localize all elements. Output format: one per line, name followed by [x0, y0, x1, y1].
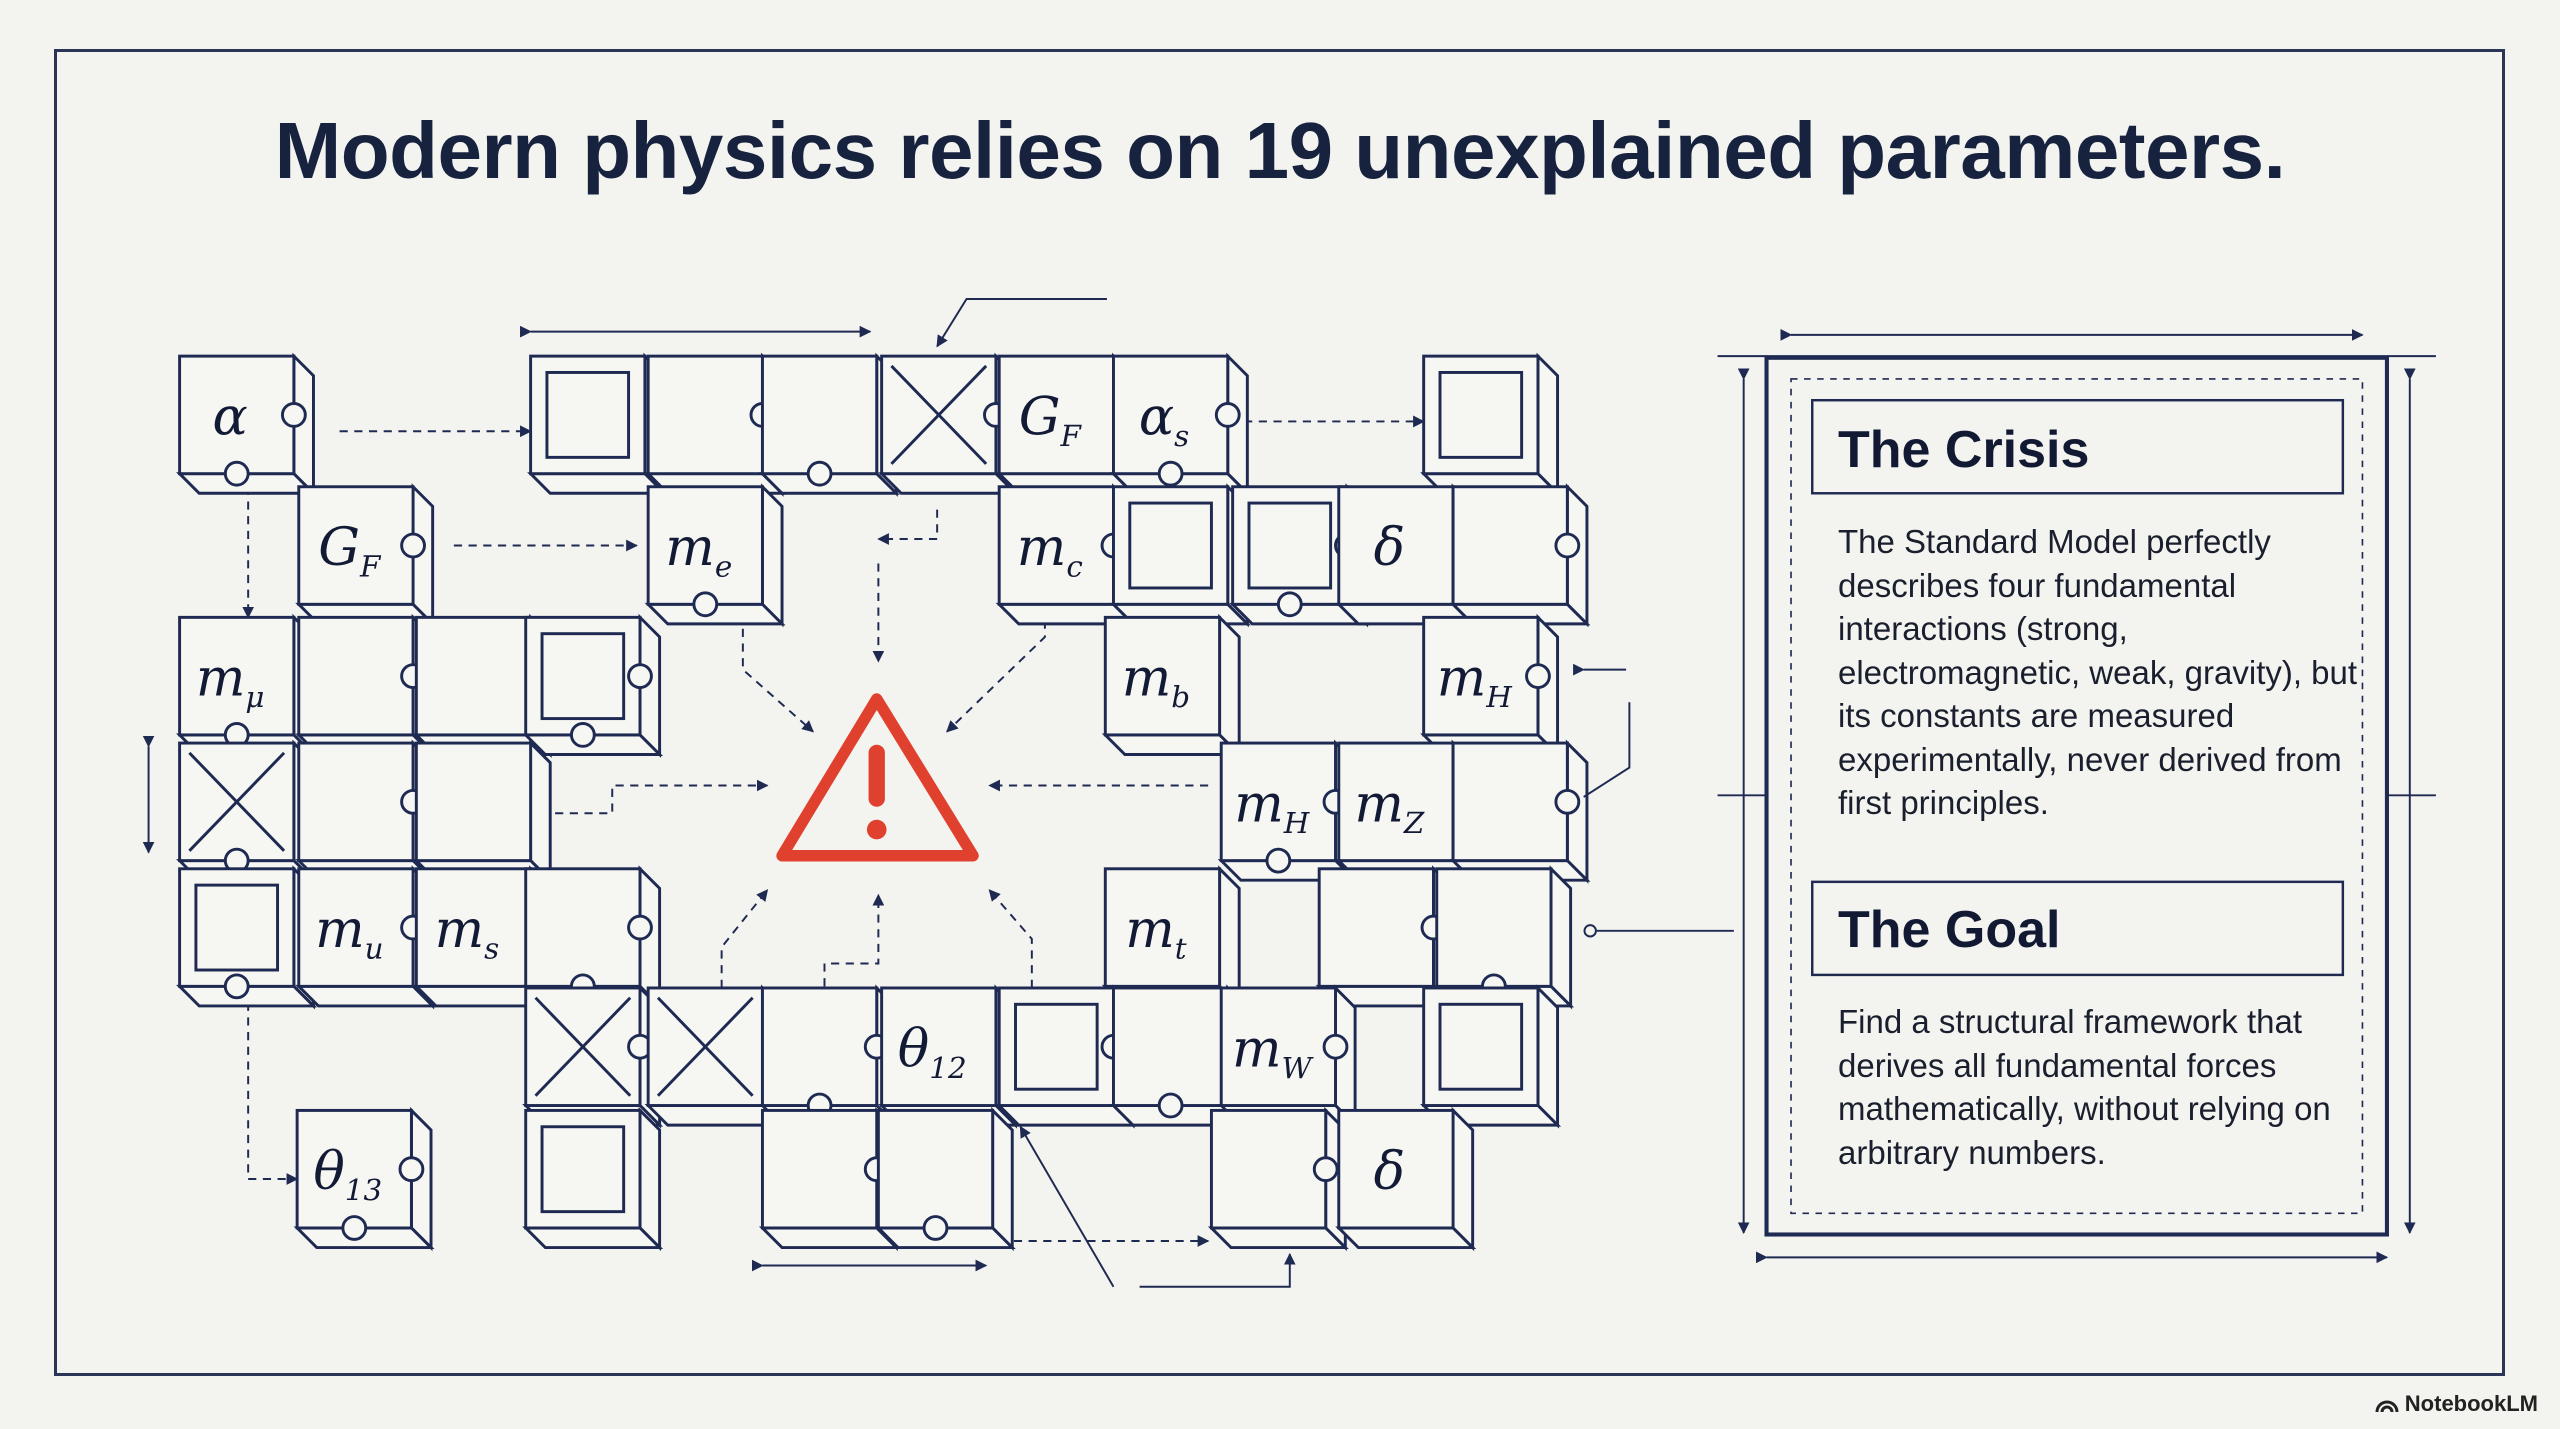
parameter-puzzle-cube: αs [1109, 352, 1251, 497]
blank-puzzle-cube [758, 984, 900, 1129]
blank-puzzle-cube [1449, 483, 1591, 628]
parameter-puzzle-cube: GF [295, 483, 437, 628]
puzzle-tab [223, 460, 250, 487]
parameter-label: mW [1232, 1019, 1315, 1084]
parameter-puzzle-cube: mb [1101, 613, 1243, 759]
parameter-puzzle-cube: mH [1217, 739, 1359, 884]
blank-puzzle-cube [1207, 1106, 1349, 1252]
blank-puzzle-cube [295, 739, 437, 884]
puzzle-tab [569, 722, 596, 748]
parameter-puzzle-cube: θ12 [878, 984, 1020, 1129]
parameter-label: GF [1019, 388, 1083, 453]
blank-puzzle-cube [176, 739, 318, 884]
parameter-label: δ [1374, 1142, 1405, 1202]
puzzle-tab [627, 663, 653, 690]
slide-frame [54, 49, 2505, 1376]
blank-puzzle-cube [1420, 984, 1562, 1129]
puzzle-tab [806, 460, 833, 487]
blank-puzzle-cube [878, 352, 1020, 497]
puzzle-tab [400, 532, 426, 559]
parameter-puzzle-cube: α [176, 352, 318, 497]
puzzle-tab [280, 402, 307, 428]
puzzle-tab [692, 591, 719, 618]
puzzle-tab [1312, 1156, 1339, 1183]
puzzle-tab [1157, 1092, 1184, 1119]
warning-icon [776, 693, 979, 862]
parameter-puzzle-cube: mW [1217, 984, 1359, 1129]
blank-puzzle-cube [522, 984, 664, 1129]
blank-puzzle-cube [758, 352, 900, 497]
dashed-arrow [247, 987, 299, 1185]
dashed-arrow [877, 509, 939, 545]
blank-puzzle-cube [1315, 865, 1457, 1010]
dashed-arrow [720, 889, 769, 988]
parameter-puzzle-cube: me [644, 483, 786, 628]
puzzle-tab [1265, 847, 1292, 874]
brand-label: NotebookLM [2404, 1391, 2538, 1416]
parameter-puzzle-cube: mu [295, 865, 437, 1010]
blank-puzzle-cube [1433, 865, 1575, 1010]
parameter-puzzle-cube: θ13 [293, 1106, 435, 1252]
dashed-arrow [946, 620, 1046, 733]
puzzle-tab [1554, 788, 1581, 815]
dashed-connectors [242, 415, 1425, 1247]
crisis-heading: The Crisis [1838, 421, 2090, 479]
parameter-label: θ12 [898, 1019, 967, 1084]
puzzle-tab [398, 1156, 425, 1183]
parameter-puzzle-cube: mH [1420, 613, 1562, 759]
parameter-puzzle-cube: mt [1101, 865, 1243, 1010]
puzzle-tab [1322, 1033, 1349, 1060]
dimension-lines [142, 298, 2436, 1288]
notebooklm-logo-icon [2375, 1400, 2399, 1413]
blank-puzzle-cube [412, 739, 554, 884]
goal-heading: The Goal [1838, 901, 2061, 959]
dashed-arrow [988, 889, 1033, 988]
parameter-label: α [213, 388, 248, 448]
puzzle-tab [223, 973, 250, 1000]
blank-puzzle-cube [295, 613, 437, 759]
slide-title: Modern physics relies on 19 unexplained … [274, 106, 2286, 195]
puzzle-tab [1525, 663, 1551, 690]
puzzle-tab [1214, 402, 1241, 428]
blank-puzzle-cube [1109, 483, 1251, 628]
goal-body: Find a structural framework that derives… [1838, 1003, 2331, 1171]
puzzle-tab [1276, 591, 1303, 618]
crisis-body: The Standard Model perfectly describes f… [1838, 523, 2358, 821]
puzzle-tab [1554, 532, 1581, 559]
parameter-puzzle-cube: mμ [176, 613, 318, 759]
blank-puzzle-cube [522, 613, 664, 759]
blank-puzzle-cube [874, 1106, 1016, 1252]
blank-puzzle-cube [1420, 352, 1562, 497]
puzzle-tab [922, 1215, 949, 1241]
blank-puzzle-cube [1449, 739, 1591, 884]
dashed-arrow [555, 779, 769, 815]
blank-puzzle-cube [522, 865, 664, 1010]
parameter-puzzle-cube: δ [1335, 1106, 1477, 1252]
parameter-label: δ [1374, 518, 1405, 578]
notebooklm-watermark: NotebookLM [2375, 1391, 2538, 1417]
dashed-arrow [741, 628, 814, 733]
dashed-arrow [823, 893, 885, 1046]
puzzle-tab [627, 914, 653, 941]
puzzle-tab [341, 1215, 368, 1241]
puzzle-tab [1157, 460, 1184, 487]
blank-puzzle-cube [522, 1106, 664, 1252]
blank-puzzle-cube [527, 352, 669, 497]
blank-puzzle-cube [176, 865, 318, 1010]
